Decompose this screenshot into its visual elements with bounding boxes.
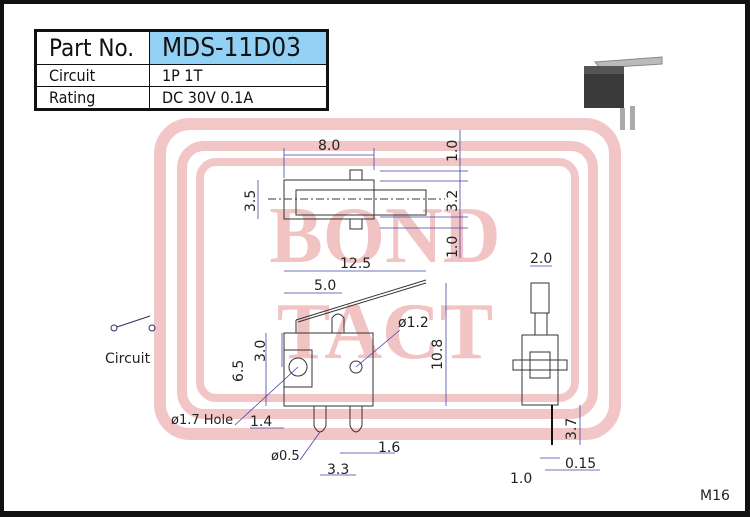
top-view [257,130,468,272]
svg-text:5.0: 5.0 [314,278,336,294]
svg-text:3.2: 3.2 [445,190,461,212]
front-view [234,279,447,476]
circuit-row-value: 1P 1T [149,64,328,87]
svg-text:8.0: 8.0 [318,138,340,154]
svg-text:1.0: 1.0 [445,236,461,258]
spec-row-part-no: Part No. MDS-11D03 [35,30,328,65]
svg-text:0.15: 0.15 [565,456,596,472]
svg-text:3.3: 3.3 [327,462,349,478]
svg-text:6.5: 6.5 [231,360,247,382]
svg-text:3.7: 3.7 [564,418,580,440]
svg-text:TACT: TACT [277,288,493,376]
watermark-logo: BOND TACT [154,118,621,440]
svg-text:2.0: 2.0 [530,251,552,267]
spec-row-circuit: Circuit 1P 1T [35,64,328,87]
side-view [512,265,600,471]
rating-value: DC 30V 0.1A [149,86,328,110]
svg-text:1.0: 1.0 [445,140,461,162]
spec-table: Part No. MDS-11D03 Circuit 1P 1T Rating … [34,29,329,111]
rating-label: Rating [35,86,150,110]
circuit-row-label: Circuit [35,64,150,87]
spec-row-rating: Rating DC 30V 0.1A [35,86,328,110]
circuit-symbol [110,315,156,332]
part-no-value: MDS-11D03 [149,30,328,65]
circuit-label: Circuit [105,351,151,367]
part-no-label: Part No. [35,30,150,65]
svg-text:1.4: 1.4 [250,414,272,430]
svg-text:ø1.2: ø1.2 [398,315,429,331]
svg-text:12.5: 12.5 [340,256,371,272]
svg-text:10.8: 10.8 [430,339,446,370]
svg-text:BOND: BOND [269,192,500,280]
product-photo [584,56,663,130]
svg-text:1.6: 1.6 [378,440,400,456]
svg-text:ø0.5: ø0.5 [271,449,300,464]
svg-text:3.5: 3.5 [243,190,259,212]
svg-text:3.0: 3.0 [253,340,269,362]
svg-text:1.0: 1.0 [510,471,532,487]
drawing-code: M16 [700,488,730,504]
svg-text:ø1.7 Hole: ø1.7 Hole [171,413,233,428]
